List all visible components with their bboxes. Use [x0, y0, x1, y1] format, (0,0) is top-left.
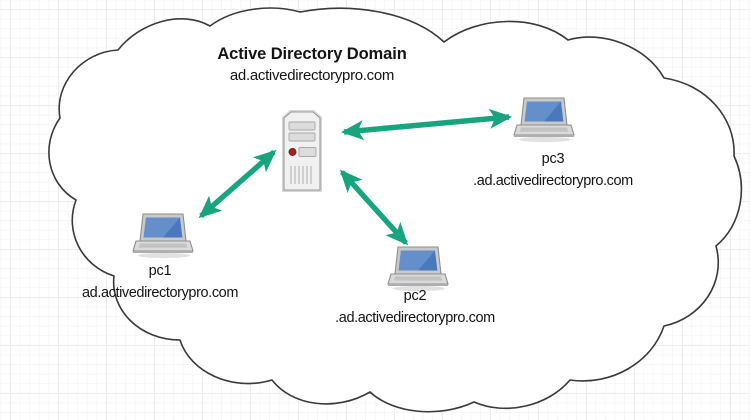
arrow-server-pc2 — [339, 169, 409, 246]
server-icon — [282, 110, 322, 192]
laptop-icon-pc1 — [132, 213, 194, 259]
pc2-fqdn: .ad.activedirectorypro.com — [335, 310, 495, 326]
cloud-title: Active Directory Domain — [217, 45, 407, 63]
pc3-hostname: pc3 — [541, 151, 565, 167]
pc2-hostname: pc2 — [403, 288, 427, 304]
arrow-server-pc1 — [198, 149, 277, 219]
pc3-fqdn: .ad.activedirectorypro.com — [473, 173, 633, 189]
laptop-icon-pc3 — [513, 97, 575, 143]
pc1-hostname: pc1 — [148, 263, 172, 279]
laptop-icon-pc2 — [387, 246, 449, 292]
pc1-fqdn: ad.activedirectorypro.com — [81, 285, 239, 301]
cloud-domain-name: ad.activedirectorypro.com — [229, 67, 395, 84]
arrow-server-pc3 — [340, 108, 513, 141]
